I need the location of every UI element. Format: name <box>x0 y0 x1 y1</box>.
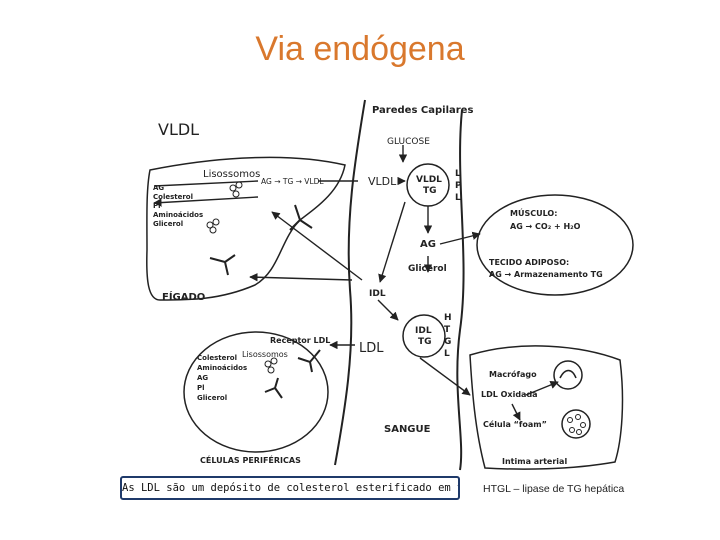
label-ag-mid: AG <box>420 239 436 250</box>
list-item: Aminoácidos <box>153 211 203 219</box>
label-flow1: AG → TG → VLDL <box>261 177 324 186</box>
capillary-wall-right <box>456 109 465 471</box>
label-idl: IDL <box>369 289 386 299</box>
label-paredes: Paredes Capilares <box>372 105 473 116</box>
label-lpl-2: P <box>455 181 462 191</box>
label-idl-tg-1: IDL <box>415 326 432 336</box>
list-item: AG <box>153 184 164 192</box>
label-htgl-3: G <box>444 337 451 347</box>
label-lisossomos2: Lisossomos <box>242 350 288 359</box>
list-item: Colesterol <box>197 354 237 362</box>
peripheral-cell-outline <box>183 331 329 453</box>
label-receptor: Receptor LDL <box>270 336 330 345</box>
label-musculo-eq: AG → CO₂ + H₂O <box>510 222 581 231</box>
label-vldl-tg-1: VLDL <box>416 175 442 185</box>
lysosome-symbol <box>206 181 278 374</box>
label-htgl-1: H <box>444 313 452 323</box>
capillary-wall-left <box>334 99 366 466</box>
label-vldl-head: VLDL <box>158 120 199 139</box>
label-tecido: TECIDO ADIPOSO: <box>489 258 569 267</box>
label-vldl-mid: VLDL <box>368 175 397 188</box>
label-ldl-oxidada: LDL Oxidada <box>481 390 538 399</box>
tissue-outline <box>476 194 634 296</box>
label-vldl-tg-2: TG <box>423 186 437 196</box>
label-htgl-2: T <box>444 325 451 335</box>
label-intima: Intima arterial <box>502 457 567 466</box>
label-htgl-4: L <box>444 349 450 359</box>
label-tecido-eq: AG → Armazenamento TG <box>489 270 603 279</box>
list-item: Pl <box>153 202 161 210</box>
vldl-particle <box>406 163 450 207</box>
label-sangue: SANGUE <box>384 424 431 435</box>
label-celula-foam: Célula “foam” <box>483 419 547 429</box>
intima-outline <box>469 345 624 470</box>
receptor-symbol <box>209 204 321 399</box>
cell-substance-list: Colesterol Aminoácidos AG Pl Glicerol <box>197 354 247 402</box>
label-lpl-3: L <box>455 193 461 203</box>
list-item: Pl <box>197 384 205 392</box>
label-glicerol-mid: Glicerol <box>408 264 447 274</box>
label-celulas: CÉLULAS PERIFÉRICAS <box>200 454 301 465</box>
list-item: Colesterol <box>153 193 193 201</box>
macrophage-cell <box>553 360 583 390</box>
label-idl-tg-2: TG <box>418 337 432 347</box>
list-item: AG <box>197 374 208 382</box>
list-item: Glicerol <box>197 394 227 402</box>
liver-outline <box>146 156 346 301</box>
label-figado: FÍGADO <box>162 290 205 303</box>
liver-substance-list: AG Colesterol Pl Aminoácidos Glicerol <box>153 184 203 228</box>
caption-box: As LDL são um depósito de colesterol est… <box>120 476 460 500</box>
page-title: Via endógena <box>255 30 465 68</box>
label-musculo: MÚSCULO: <box>510 207 557 218</box>
label-macrofago: Macrófago <box>489 369 537 379</box>
flow-arrows <box>153 145 559 421</box>
list-item: Glicerol <box>153 220 183 228</box>
label-lpl-1: L <box>455 169 461 179</box>
htgl-note: HTGL – lipase de TG hepática <box>483 483 625 495</box>
list-item: Aminoácidos <box>197 364 247 372</box>
foam-cell-vesicles <box>567 414 586 435</box>
idl-particle <box>402 314 446 358</box>
foam-cell <box>561 409 591 439</box>
label-lisossomos1: Lisossomos <box>203 169 260 180</box>
label-glucose: GLUCOSE <box>387 137 430 147</box>
label-ldl: LDL <box>359 341 384 356</box>
